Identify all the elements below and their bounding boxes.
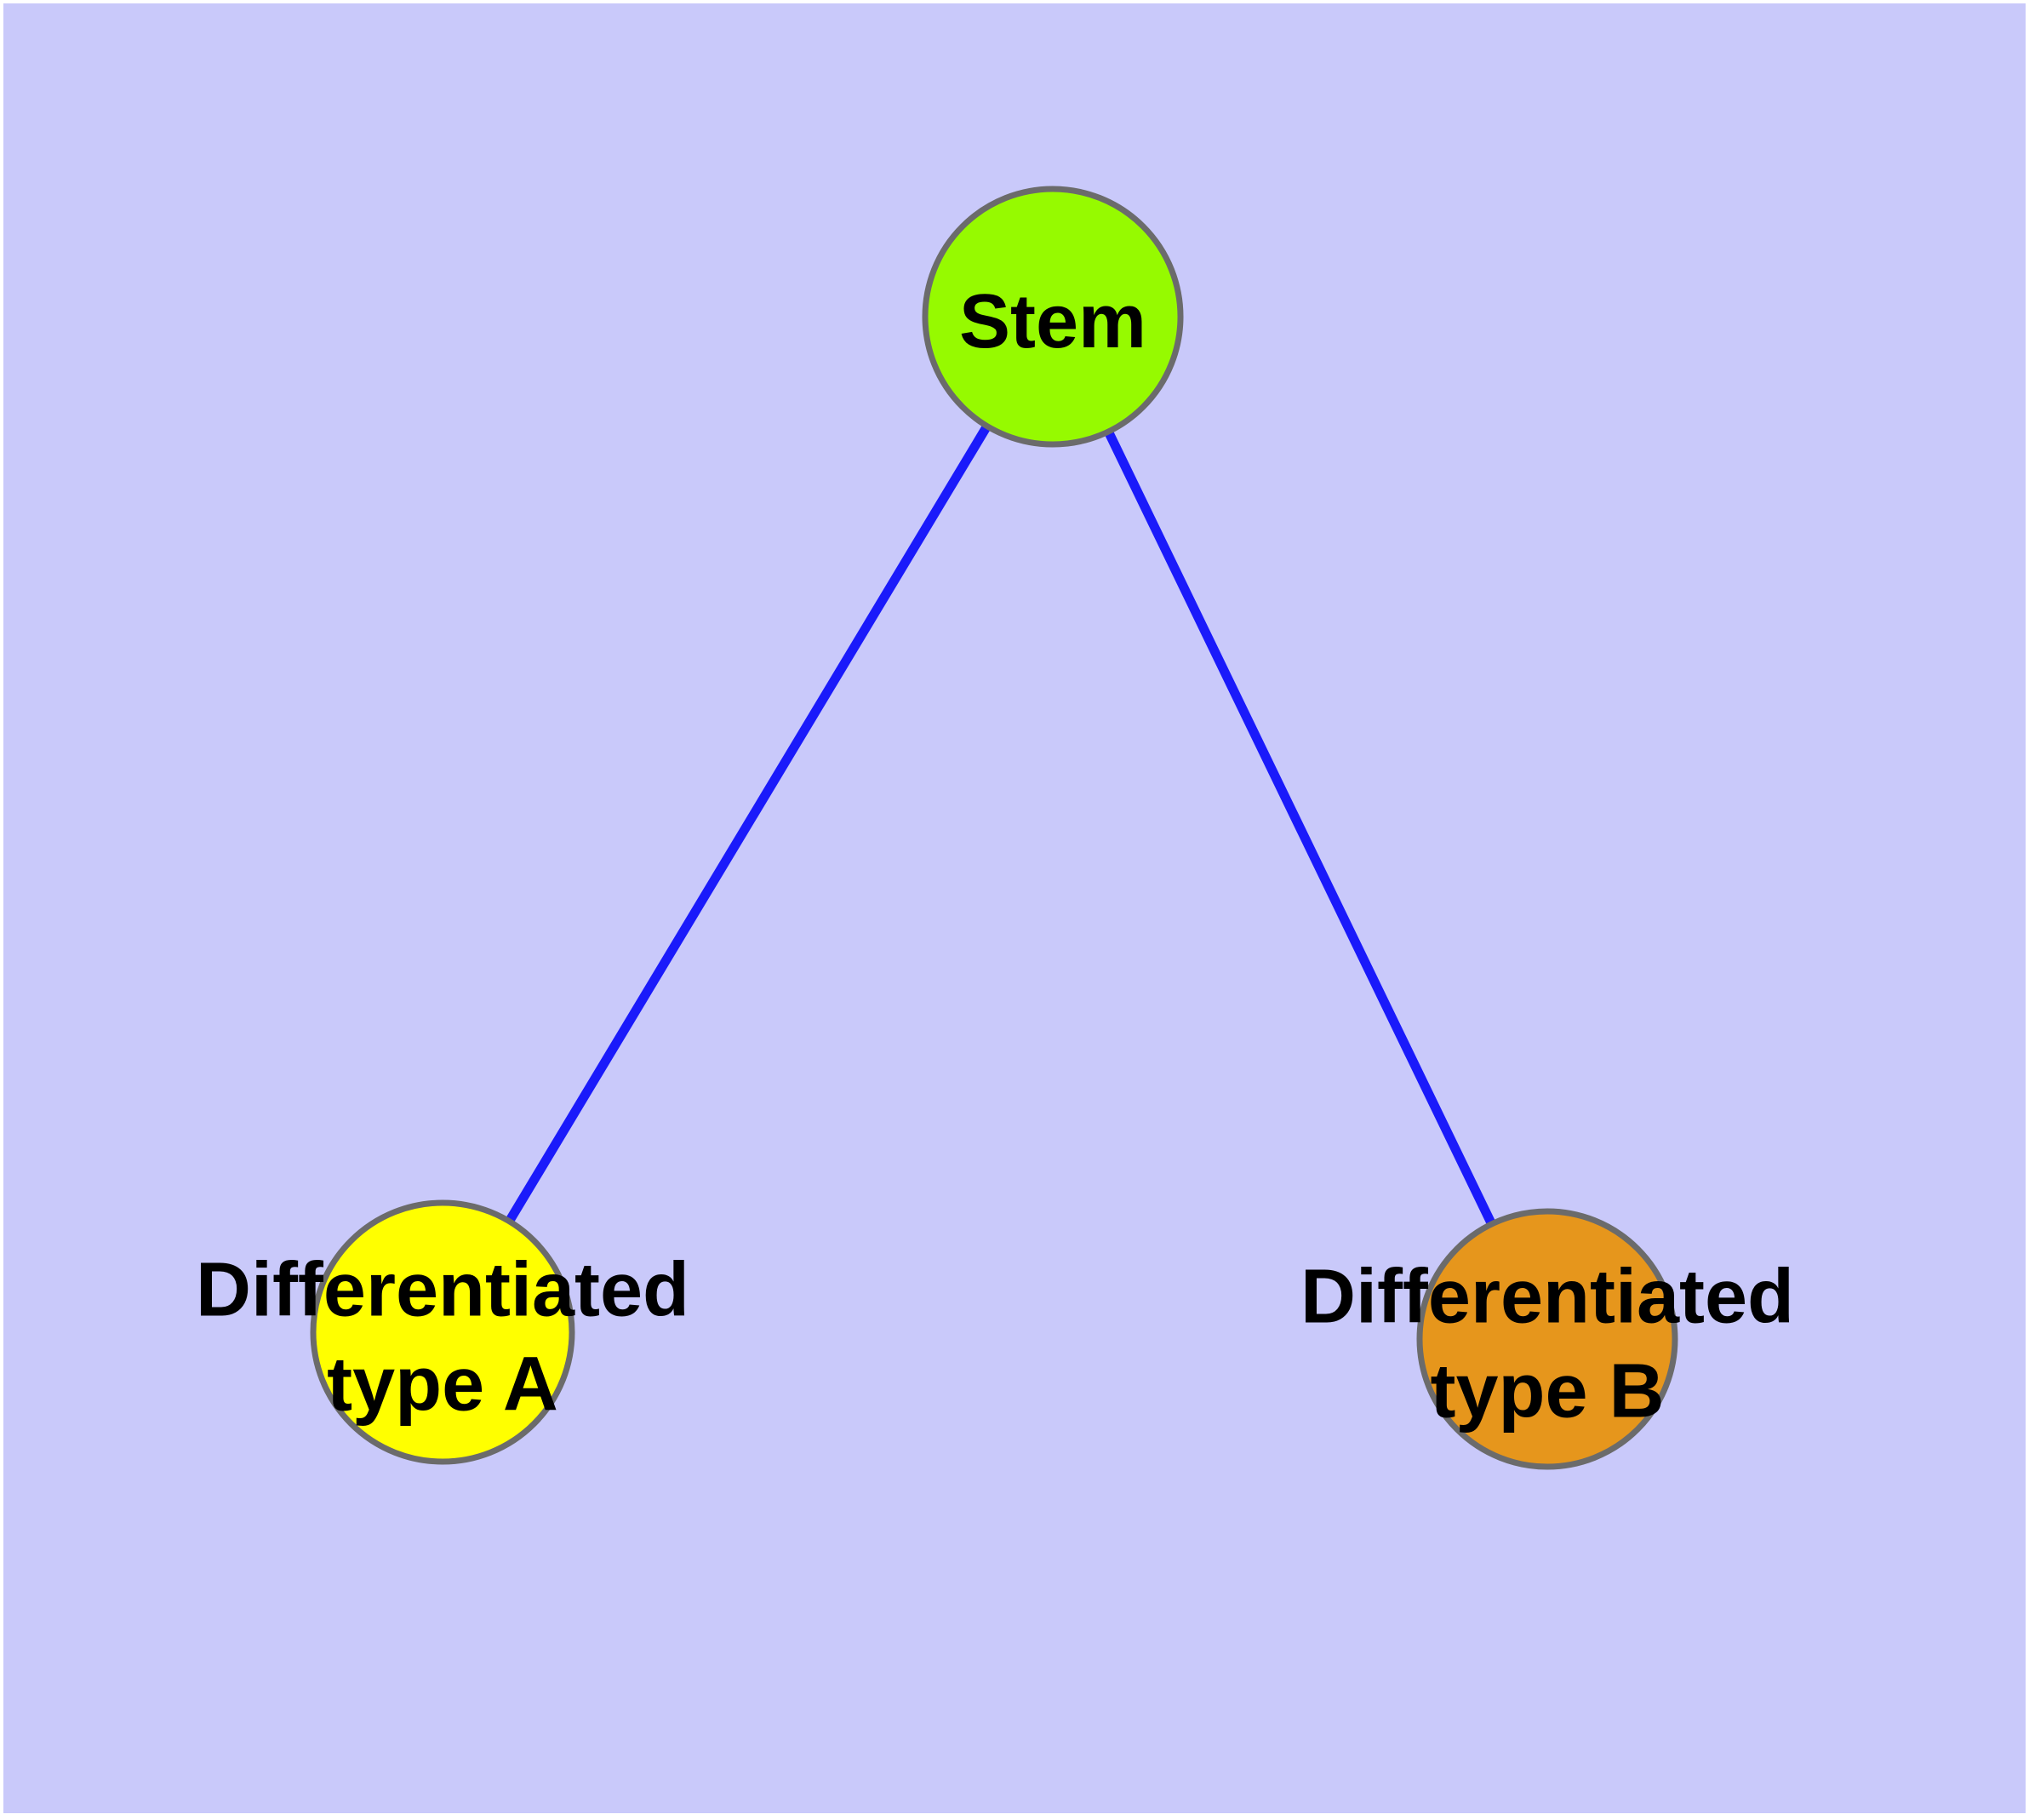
node-label-line: type B	[1430, 1349, 1664, 1434]
edge-stem-differentiated-type-b	[1049, 314, 1552, 1342]
node-differentiated-type-b	[1416, 1208, 1678, 1470]
node-label-line: type A	[327, 1342, 558, 1428]
node-stem	[922, 186, 1184, 448]
node-label-differentiated-type-a: Differentiated type A	[196, 1248, 689, 1428]
edge-stem-differentiated-type-a	[438, 314, 1057, 1335]
node-label-line: Differentiated	[1300, 1255, 1794, 1340]
node-label-line: Differentiated	[196, 1248, 689, 1333]
node-differentiated-type-a	[310, 1199, 575, 1465]
node-label-line: Stem	[959, 279, 1146, 364]
node-label-differentiated-type-b: Differentiated type B	[1300, 1255, 1794, 1434]
node-label-stem: Stem	[959, 279, 1146, 364]
